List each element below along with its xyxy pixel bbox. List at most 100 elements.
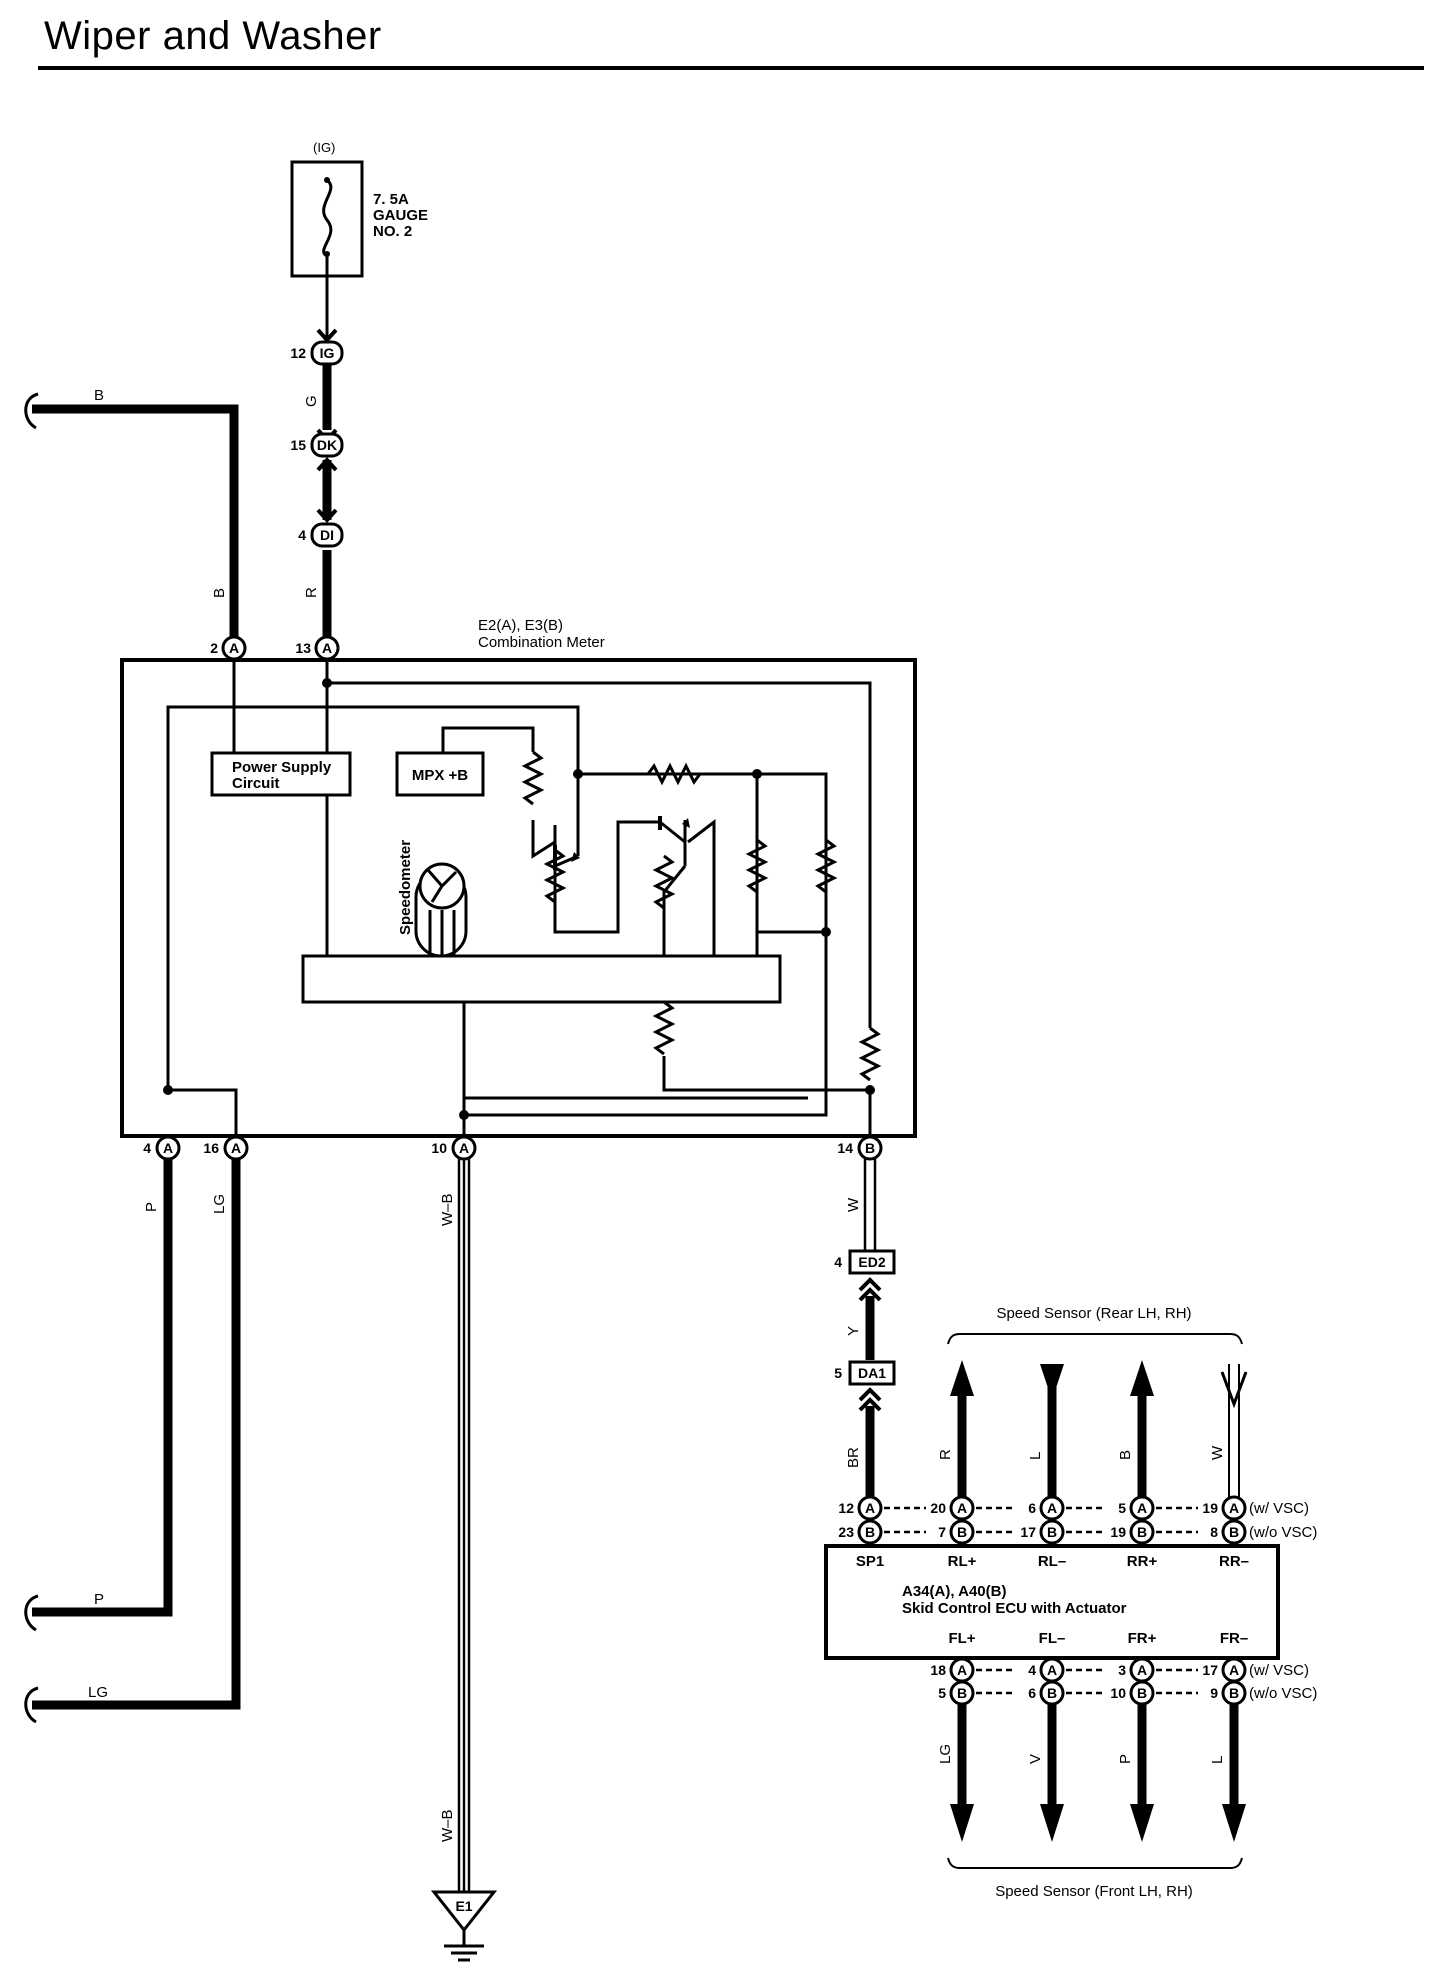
wire-label-br: BR [845, 1447, 862, 1468]
ecu-rlplus-pin-b-num: 7 [938, 1524, 946, 1540]
ecu-frplus-wire-label: P [1117, 1754, 1134, 1764]
ecu-rrminus-name: RR– [1219, 1553, 1249, 1570]
page-title: Wiper and Washer [44, 14, 382, 58]
ecu-frplus-arrow-down [1130, 1804, 1154, 1842]
ecu-flminus-arrow-down [1040, 1804, 1064, 1842]
meter-junction-dots [163, 678, 875, 1120]
combination-meter-box [120, 658, 917, 1138]
connector-ig-code: IG [320, 345, 335, 361]
wire-p [32, 1159, 173, 1617]
ecu-frminus-pin-b-num: 9 [1210, 1685, 1218, 1701]
meter-ic-block [301, 954, 782, 1004]
meter-pin-10-code: A [459, 1140, 469, 1156]
connector-di-code: DI [320, 527, 334, 543]
connector-di [310, 522, 344, 548]
transistor-1-arrow [571, 852, 580, 862]
transistor-2-arrow [682, 818, 690, 828]
ecu-rrminus-pin-a-code: A [1229, 1500, 1239, 1516]
ecu-frminus-wire-label: L [1209, 1756, 1226, 1764]
ecu-sp1-name: SP1 [856, 1553, 884, 1570]
connector-ig [310, 340, 344, 366]
wire-lg [32, 1159, 241, 1710]
rear-sensor-bracket [947, 1333, 1243, 1345]
ecu-rrminus-wire-label: W [1209, 1445, 1226, 1460]
ecu-rrplus-pin-a-num: 5 [1118, 1500, 1126, 1516]
wire-b [32, 404, 239, 640]
wire-label-w: W [845, 1197, 862, 1212]
meter-pin-2-num: 2 [210, 640, 218, 656]
fuse-name: GAUGE [373, 207, 428, 224]
ecu-sp1-pin-b-code: B [865, 1524, 875, 1540]
ecu-frplus-pin-a-code: A [1137, 1662, 1147, 1678]
ecu-rlplus-pin-a-num: 20 [930, 1500, 946, 1516]
ecu-rlminus-name: RL– [1038, 1553, 1066, 1570]
meter-internal-wiring [166, 659, 872, 1136]
ecu-flplus-pin-a-num: 18 [930, 1662, 946, 1678]
junction-ed2-code: ED2 [858, 1254, 885, 1270]
ecu-frplus-pin-b-num: 10 [1110, 1685, 1126, 1701]
meter-pin-2-code: A [229, 640, 239, 656]
ecu-flplus-wire-label: LG [937, 1744, 954, 1764]
ed2-chevrons [858, 1277, 882, 1302]
speedometer-needle [426, 869, 458, 903]
ecu-rrplus-pin-a-code: A [1137, 1500, 1147, 1516]
ecu-rlplus-wire-label: R [937, 1449, 954, 1460]
ecu-rrplus-pin-b-num: 19 [1110, 1524, 1126, 1540]
wire-label-y: Y [845, 1326, 862, 1336]
ground-icon [444, 1930, 484, 1962]
wire-label-wb-bottom: W–B [439, 1809, 456, 1842]
ecu-rrminus-pin-a [1221, 1495, 1247, 1521]
mpx-block [395, 751, 485, 797]
ecu-rlminus-pin-a-code: A [1047, 1500, 1057, 1516]
ecu-flminus-pin-a-code: A [1047, 1662, 1057, 1678]
ecu-rrminus-arrow-open [1220, 1371, 1248, 1409]
wire-label-p: P [143, 1202, 160, 1212]
speedometer-leads [428, 910, 456, 957]
fuse-rating: 7. 5A [373, 191, 409, 208]
speedometer-label: Speedometer [397, 840, 414, 935]
ecu-rlplus-pin-a [949, 1495, 975, 1521]
front-sensor-bracket [947, 1857, 1243, 1869]
ecu-frminus-pin-b-code: B [1229, 1685, 1239, 1701]
wire-label-r: R [303, 587, 320, 598]
ecu-rrplus-name: RR+ [1127, 1553, 1158, 1570]
wire-lg-break [24, 1686, 39, 1724]
wire-w [863, 1159, 877, 1250]
meter-pin-13-num: 13 [295, 640, 311, 656]
ecu-refs: A34(A), A40(B) [902, 1583, 1006, 1600]
ecu-rrplus-arrow-up [1130, 1360, 1154, 1396]
fuse-number: NO. 2 [373, 223, 412, 240]
wire-label-g: G [303, 395, 320, 407]
ecu-flplus-arrow-down [950, 1804, 974, 1842]
fuse-terminal-bottom [324, 251, 330, 257]
ecu-name: Skid Control ECU with Actuator [902, 1600, 1127, 1617]
ecu-rrminus-pin-a-num: 19 [1202, 1500, 1218, 1516]
connector-dk-chevron-bottom [316, 457, 338, 472]
ecu-rrplus-pin-b-code: B [1137, 1524, 1147, 1540]
da1-chevrons [858, 1387, 882, 1412]
connector-dk-pin: 15 [290, 437, 306, 453]
power-supply-label-2: Circuit [232, 775, 280, 792]
ecu-frminus-name: FR– [1220, 1630, 1248, 1647]
ecu-bottom-novsc-label: (w/o VSC) [1249, 1685, 1317, 1702]
ecu-rlminus-arrow-down [1040, 1364, 1064, 1400]
ecu-rlminus-pin-a [1039, 1495, 1065, 1521]
ecu-sp1-pin-a-num: 12 [838, 1500, 854, 1516]
ecu-frminus-arrow-down [1222, 1804, 1246, 1842]
ecu-flminus-pin-a-num: 4 [1028, 1662, 1036, 1678]
ecu-sp1-pin-b-num: 23 [838, 1524, 854, 1540]
ecu-frplus-pin-a-num: 3 [1118, 1662, 1126, 1678]
ecu-rlminus-pin-a-num: 6 [1028, 1500, 1036, 1516]
wire-label-b: B [211, 588, 228, 598]
ecu-rrplus-wire-label: B [1117, 1450, 1134, 1460]
ecu-sp1-pin-a-code: A [865, 1500, 875, 1516]
ground-triangle [430, 1890, 498, 1933]
ecu-rlplus-arrow-up [950, 1360, 974, 1396]
connector-di-chevron [316, 508, 338, 523]
power-supply-label-1: Power Supply [232, 759, 332, 776]
ecu-sp1-pin-a [857, 1495, 883, 1521]
ecu-flplus-pin-b-num: 5 [938, 1685, 946, 1701]
front-sensor-label: Speed Sensor (Front LH, RH) [995, 1883, 1193, 1900]
meter-pin-10-num: 10 [431, 1140, 447, 1156]
wire-label-lg: LG [211, 1194, 228, 1214]
